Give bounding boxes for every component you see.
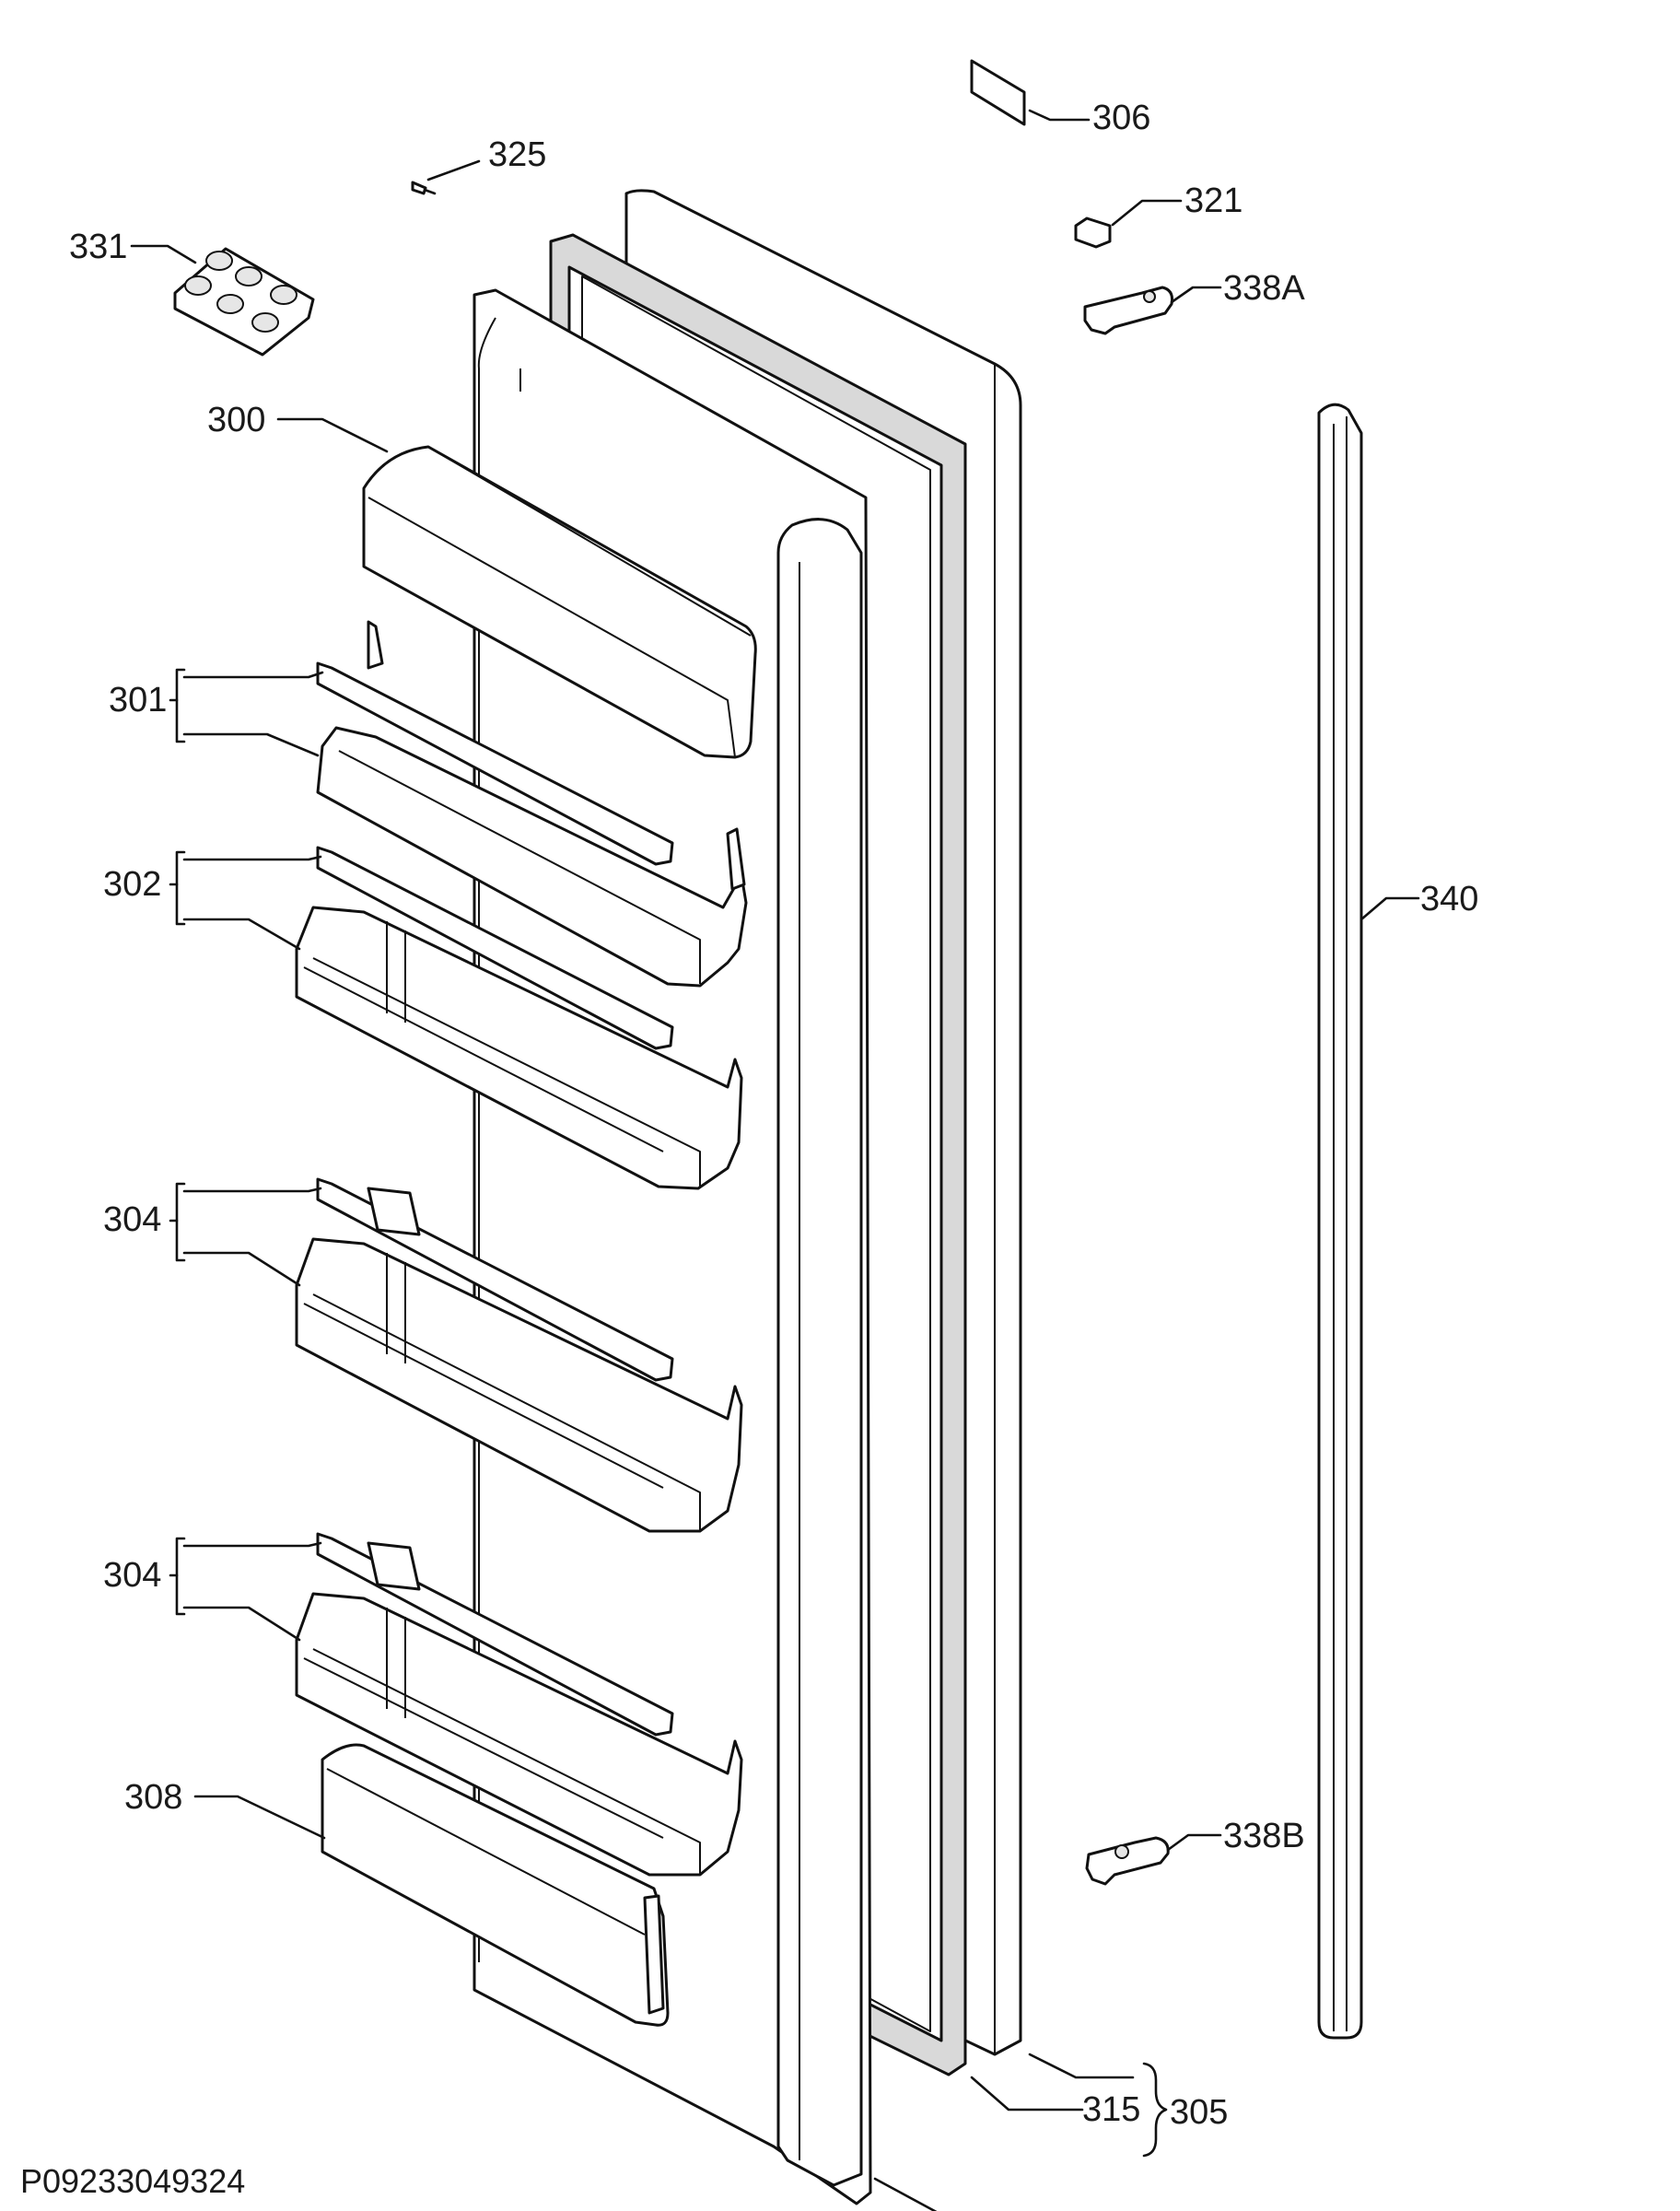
label-plate-part — [970, 59, 1026, 126]
door-shelf-301-part — [316, 620, 748, 988]
callout-301: 301 — [109, 681, 167, 719]
callout-labels: 306 325 321 338A 331 300 301 302 340 304… — [69, 99, 1478, 2132]
callout-302: 302 — [103, 865, 161, 904]
cap-part — [1074, 216, 1112, 249]
callout-306: 306 — [1092, 99, 1150, 137]
door-shelf-302-part — [295, 846, 743, 1190]
callout-340: 340 — [1420, 880, 1478, 918]
door-shelf-304b-part — [295, 1532, 743, 1877]
sealing-strip-part — [1317, 403, 1363, 2040]
callout-315: 315 — [1082, 2090, 1140, 2129]
callout-331: 331 — [69, 228, 127, 266]
bottle-shelf-308-part — [321, 1743, 670, 2027]
callout-308: 308 — [124, 1778, 182, 1817]
callout-325: 325 — [488, 135, 546, 174]
callout-321: 321 — [1184, 181, 1242, 220]
screw-part — [411, 181, 437, 195]
door-shelf-304a-part — [295, 1177, 743, 1533]
drawing-code: P09233049324 — [20, 2162, 245, 2200]
callout-304-lower: 304 — [103, 1556, 161, 1595]
callout-300: 300 — [207, 401, 265, 439]
callout-338a: 338A — [1223, 269, 1305, 308]
hinge-338b-part — [1085, 1836, 1170, 1886]
egg-tray-part — [173, 247, 315, 357]
callout-338b: 338B — [1223, 1817, 1305, 1855]
leader-lines — [130, 109, 1420, 2211]
callout-304-upper: 304 — [103, 1200, 161, 1239]
dairy-compartment-part — [362, 445, 757, 759]
hinge-338a-part — [1083, 286, 1173, 335]
callout-305: 305 — [1170, 2093, 1228, 2132]
